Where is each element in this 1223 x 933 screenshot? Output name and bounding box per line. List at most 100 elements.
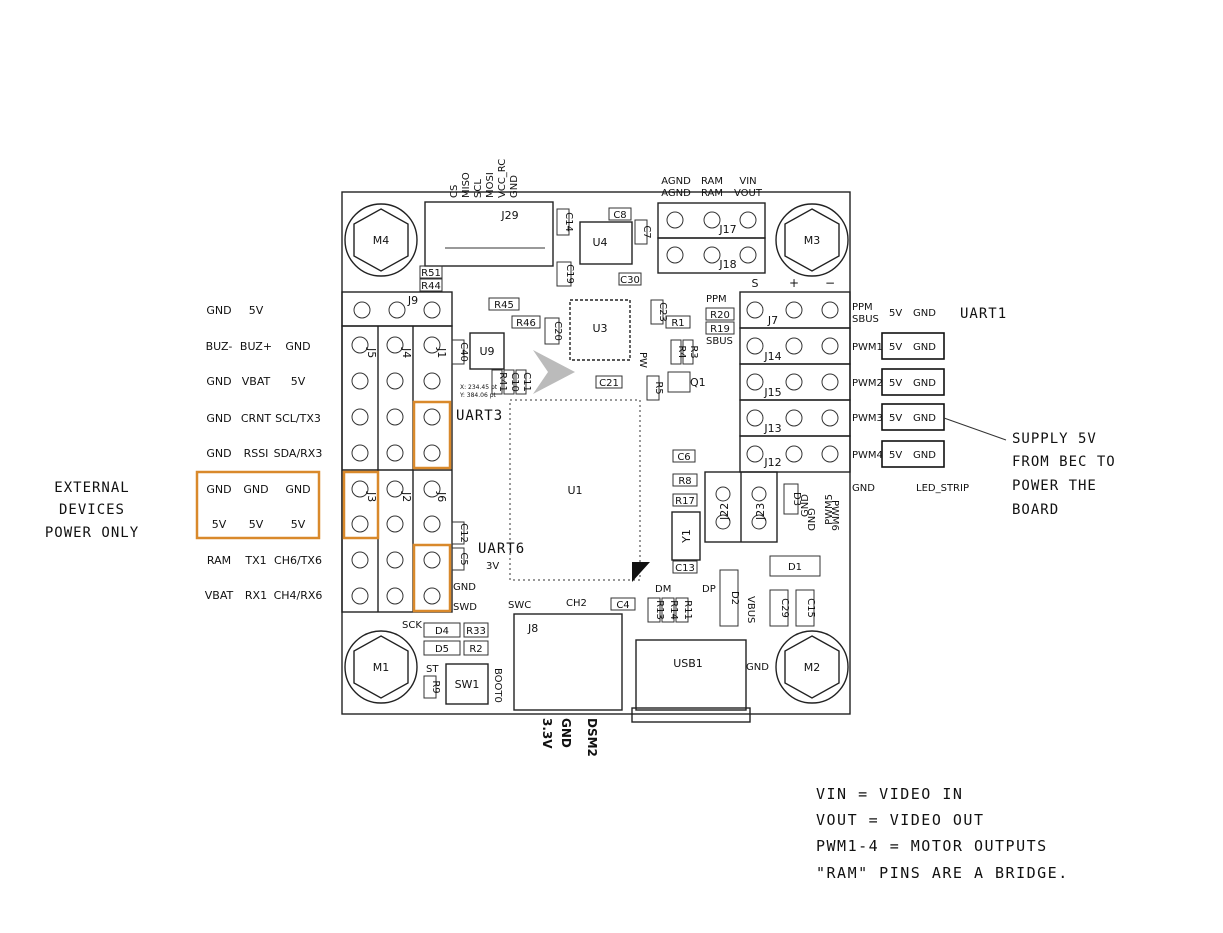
connector-j29: J29 — [424, 201, 554, 267]
connector-j9: J9 — [341, 291, 453, 327]
svg-text:VIN: VIN — [739, 176, 756, 187]
svg-text:PPM: PPM — [852, 302, 873, 313]
left-pin-label: RX1 — [245, 589, 267, 602]
svg-text:SWC: SWC — [508, 600, 531, 611]
header-pin — [351, 336, 369, 354]
left-pin-label: SCL/TX3 — [275, 412, 321, 425]
svg-text:J1: J1 — [435, 347, 448, 358]
svg-text:DSM2: DSM2 — [585, 718, 599, 757]
header-pin — [785, 337, 803, 355]
svg-text:R44: R44 — [421, 281, 441, 292]
header-pin — [746, 445, 764, 463]
svg-text:C12: C12 — [458, 523, 469, 543]
part-r13: R13 — [647, 597, 665, 623]
svg-text:S: S — [752, 277, 759, 290]
svg-text:C6: C6 — [677, 452, 690, 463]
right-header-labels: J7 J14 J15 J13 J12 S + − — [752, 276, 836, 469]
pwm-label: PWM2 — [852, 378, 883, 389]
part-c30: C30 — [618, 272, 642, 286]
svg-text:CS: CS — [449, 185, 460, 198]
part-c11: C11 — [515, 369, 532, 395]
svg-text:VCC_RC: VCC_RC — [497, 159, 508, 198]
part-r17: R17 — [672, 493, 698, 507]
header-pin — [423, 480, 441, 498]
left-pin-label: 5V — [249, 304, 264, 317]
pwm-5v-label: 5V — [889, 413, 902, 424]
left-header-pins — [351, 336, 441, 605]
svg-text:J22: J22 — [718, 503, 731, 521]
svg-text:C19: C19 — [564, 264, 575, 284]
left-pin-label: GND — [206, 412, 231, 425]
part-d2: D2 — [719, 569, 740, 627]
part-r11: R11 — [675, 597, 693, 623]
svg-text:MISO: MISO — [461, 172, 472, 198]
svg-text:+: + — [789, 276, 799, 290]
header-pin — [386, 587, 404, 605]
svg-text:5V: 5V — [889, 308, 902, 319]
label-m2: M2 — [804, 661, 821, 674]
svg-text:J8: J8 — [527, 622, 538, 635]
svg-text:GND: GND — [559, 718, 573, 748]
header-pin — [423, 551, 441, 569]
left-pin-label: GND — [206, 375, 231, 388]
svg-text:C40: C40 — [458, 342, 469, 362]
chip-u4: U4 — [579, 221, 633, 265]
svg-text:3.3V: 3.3V — [540, 718, 554, 749]
svg-text:DEVICES: DEVICES — [59, 502, 125, 518]
pwm-gnd-label: GND — [913, 378, 936, 389]
header-pin — [386, 515, 404, 533]
left-pin-label: VBAT — [242, 375, 271, 388]
svg-text:CH2: CH2 — [566, 598, 587, 609]
left-pin-label: BUZ+ — [240, 340, 272, 353]
svg-text:"RAM" PINS ARE A BRIDGE.: "RAM" PINS ARE A BRIDGE. — [816, 864, 1069, 882]
svg-text:J13: J13 — [763, 422, 781, 435]
svg-text:J23: J23 — [754, 503, 767, 521]
part-r41: R41 — [491, 369, 508, 395]
svg-text:FROM BEC TO: FROM BEC TO — [1012, 454, 1116, 470]
right-header-pins — [746, 301, 839, 463]
svg-text:C8: C8 — [613, 210, 626, 221]
j3-highlight — [342, 470, 380, 540]
header-pin — [351, 372, 369, 390]
left-pin-label: 5V — [291, 518, 306, 531]
svg-text:AGND: AGND — [661, 188, 691, 199]
svg-text:R1: R1 — [671, 318, 684, 329]
label-m1: M1 — [373, 661, 390, 674]
svg-text:R4: R4 — [676, 345, 687, 358]
pwm-power-box — [881, 440, 945, 468]
connector-usb1: USB1 — [631, 639, 751, 723]
part-r14: R14 — [661, 597, 679, 623]
part-c14: C14 — [556, 208, 574, 236]
header-pin — [423, 372, 441, 390]
svg-text:SWD: SWD — [453, 602, 477, 613]
part-r19: R19 — [705, 321, 735, 335]
supply-leader-line — [943, 417, 1007, 441]
svg-text:GND: GND — [746, 662, 769, 673]
part-c21: C21 — [595, 375, 623, 389]
svg-text:PW: PW — [637, 352, 648, 368]
pwm-power-box — [881, 403, 945, 431]
svg-text:EXTERNAL: EXTERNAL — [54, 480, 129, 496]
header-pin — [785, 373, 803, 391]
svg-text:U4: U4 — [592, 236, 607, 249]
svg-text:SUPPLY 5V: SUPPLY 5V — [1012, 431, 1097, 447]
part-r44: R44 — [419, 278, 443, 292]
svg-text:R13: R13 — [654, 600, 665, 620]
part-c4: C4 — [610, 597, 636, 611]
external-power-highlight — [195, 470, 321, 540]
left-pin-label: RAM — [207, 554, 231, 567]
svg-text:R9: R9 — [430, 680, 441, 693]
svg-text:R41: R41 — [497, 372, 508, 392]
svg-text:J9: J9 — [407, 294, 418, 307]
part-r51: R51 — [419, 265, 443, 279]
header-pin — [423, 587, 441, 605]
svg-text:−: − — [825, 276, 835, 290]
svg-text:GND: GND — [453, 582, 476, 593]
svg-text:SCL: SCL — [473, 179, 484, 198]
left-pin-label: CRNT — [241, 412, 272, 425]
svg-text:R33: R33 — [466, 626, 486, 637]
uart3-highlight — [412, 400, 452, 470]
svg-text:3V: 3V — [486, 561, 499, 572]
switch-sw1: SW1 — [445, 663, 489, 705]
